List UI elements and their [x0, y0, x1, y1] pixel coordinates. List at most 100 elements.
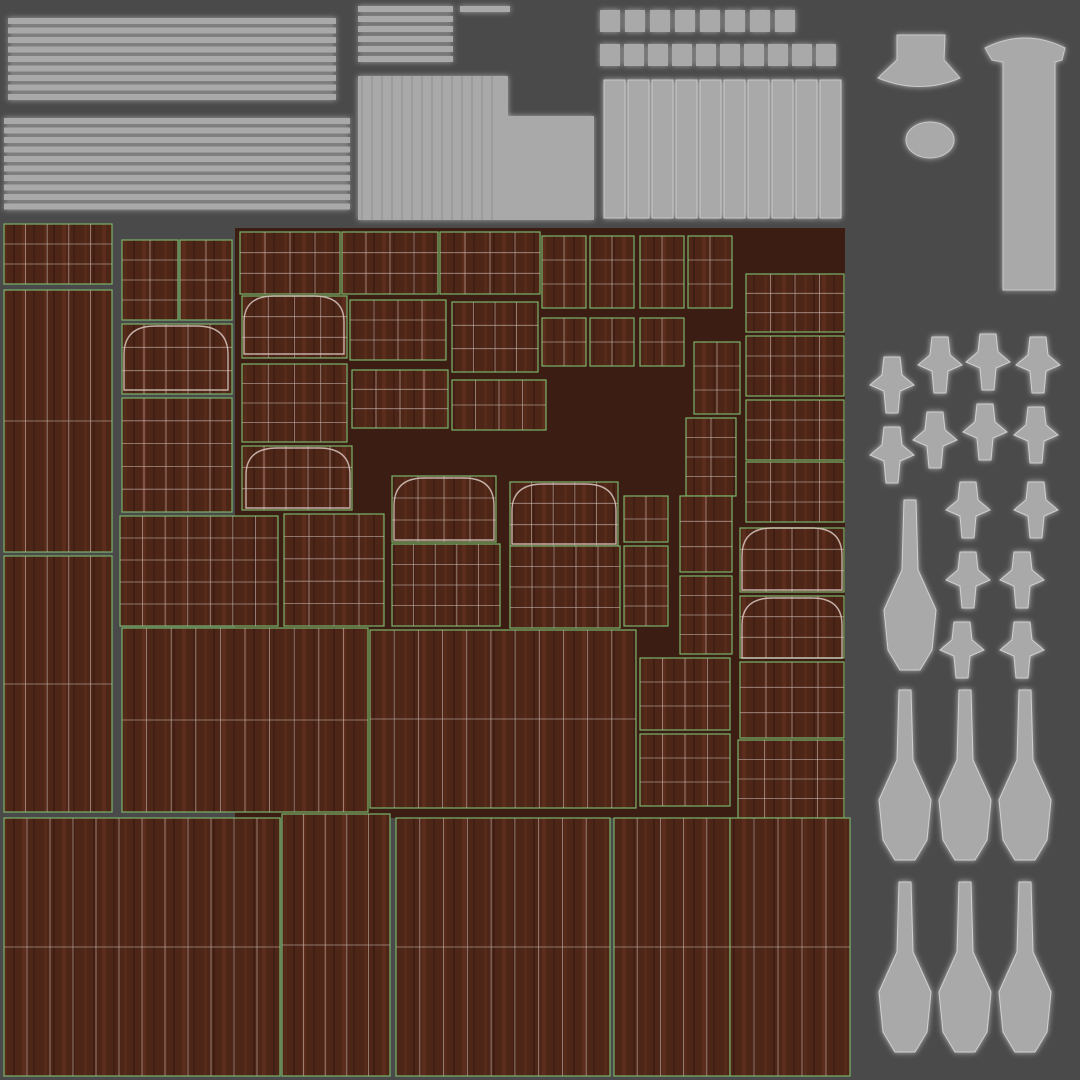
shutter-slat: [771, 79, 794, 219]
arch-window-wire: [741, 527, 843, 591]
plank-block: [508, 116, 594, 220]
shutter-slat: [603, 79, 626, 219]
plank-strip: [8, 75, 336, 81]
arch-window-wire: [123, 325, 229, 391]
wood-uv-island: [3, 817, 281, 1077]
wood-uv-island: [639, 733, 731, 807]
shutter-tile: [625, 10, 645, 32]
wood-uv-island: [121, 323, 233, 395]
baluster-fragment: [1013, 481, 1059, 539]
baluster-fragment: [869, 426, 915, 484]
plank-strip: [358, 46, 453, 52]
baluster-fragment: [869, 356, 915, 414]
shutter-tile: [600, 44, 620, 66]
wood-uv-island: [509, 481, 619, 547]
shutter-tile: [750, 10, 770, 32]
shutter-tile: [600, 10, 620, 32]
shutter-tile: [768, 44, 788, 66]
shutter-tile: [725, 10, 745, 32]
shutter-slat: [819, 79, 842, 219]
wood-uv-island: [589, 235, 635, 309]
plank-strip: [4, 146, 350, 153]
column-capital: [877, 34, 961, 159]
shutter-panels: [600, 10, 842, 219]
arch-window-wire: [511, 483, 617, 545]
shutter-tile: [744, 44, 764, 66]
wood-uv-island: [737, 739, 845, 819]
plank-strips-left: [4, 18, 350, 210]
baluster-fragment: [962, 403, 1008, 461]
shutter-tile: [650, 10, 670, 32]
plank-strip: [4, 184, 350, 191]
baluster-pieces: [869, 333, 1061, 1053]
plank-strip: [4, 127, 350, 134]
plank-strip: [8, 18, 336, 24]
plank-strip: [8, 94, 336, 100]
plank-block: [358, 76, 508, 220]
wood-uv-island: [639, 235, 685, 309]
wood-uv-island: [349, 299, 447, 361]
baluster-fragment: [917, 336, 963, 394]
wood-uv-island: [369, 629, 637, 809]
wood-uv-island: [239, 231, 341, 295]
shutter-tile: [672, 44, 692, 66]
wood-uv-island: [541, 317, 587, 367]
wood-uv-island: [283, 513, 385, 627]
shutter-tile: [675, 10, 695, 32]
shutter-tile: [792, 44, 812, 66]
plank-strip: [8, 27, 336, 34]
wood-uv-island: [623, 545, 669, 627]
wood-uv-island: [745, 273, 845, 333]
wood-uv-island: [3, 289, 113, 553]
baluster-fragment: [945, 551, 991, 609]
wood-uv-island: [439, 231, 541, 295]
wood-uv-island: [687, 235, 733, 309]
shutter-slat: [699, 79, 722, 219]
wood-uv-island: [509, 545, 621, 629]
wood-uv-island: [589, 317, 635, 367]
plank-strip: [460, 6, 510, 12]
wood-uv-island: [745, 335, 845, 397]
shutter-slat: [747, 79, 770, 219]
wood-uv-island: [119, 515, 279, 627]
plank-strip: [358, 26, 453, 32]
wood-uv-island: [391, 543, 501, 627]
baluster-spindle: [878, 881, 932, 1053]
wood-uv-island: [281, 813, 391, 1077]
shutter-tile: [624, 44, 644, 66]
wood-uv-island: [685, 417, 737, 497]
plank-strip: [4, 156, 350, 162]
wood-uv-island: [391, 475, 497, 543]
wood-uv-island: [3, 555, 113, 813]
wood-uv-island: [541, 235, 587, 309]
shutter-slat: [675, 79, 698, 219]
baluster-spindle: [878, 689, 932, 861]
baluster-spindle: [998, 881, 1052, 1053]
shutter-tile: [700, 10, 720, 32]
shutter-slat: [795, 79, 818, 219]
arch-window-wire: [245, 447, 351, 509]
plank-strip: [358, 56, 453, 62]
baluster-spindle: [998, 689, 1052, 861]
plank-strip: [4, 137, 350, 143]
baluster-fragment: [965, 333, 1011, 391]
plank-strip: [4, 118, 350, 124]
plank-strip: [8, 65, 336, 72]
wood-uv-island: [739, 595, 845, 659]
baluster-spindle: [938, 689, 992, 861]
shutter-tile: [720, 44, 740, 66]
plank-strip: [358, 36, 453, 42]
shutter-slat: [627, 79, 650, 219]
baluster-fragment: [1013, 406, 1059, 464]
wood-uv-island: [679, 575, 733, 655]
shutter-tile: [696, 44, 716, 66]
plank-strip: [8, 37, 336, 43]
wood-uv-island: [693, 341, 741, 415]
shutter-tile: [816, 44, 836, 66]
wood-uv-island: [745, 399, 845, 461]
wood-uv-island: [241, 295, 348, 359]
wood-uv-island: [179, 239, 233, 321]
wood-uv-island: [3, 223, 113, 285]
arch-window-wire: [741, 597, 843, 659]
